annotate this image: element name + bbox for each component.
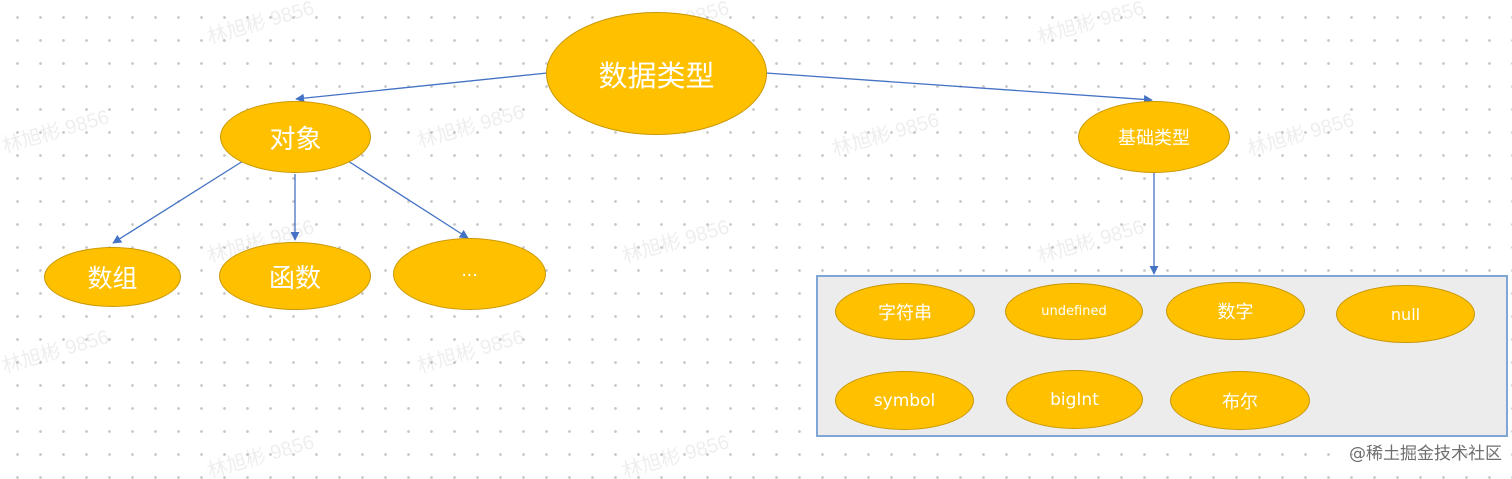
edge-object-to-array	[112, 160, 244, 244]
edge-root-to-basic	[765, 72, 1153, 104]
watermark: 林旭彬 9856	[0, 326, 112, 378]
source-credit: @稀土掘金技术社区	[1349, 444, 1502, 464]
watermark: 林旭彬 9856	[1034, 0, 1147, 49]
watermark: 林旭彬 9856	[204, 0, 317, 49]
more-node: ...	[393, 238, 546, 310]
type-node-undefined: undefined	[1005, 283, 1143, 340]
watermark: 林旭彬 9856	[1034, 216, 1147, 268]
type-node-null: null	[1336, 285, 1475, 343]
watermark: 林旭彬 9856	[0, 106, 112, 158]
watermark: 林旭彬 9856	[414, 326, 527, 378]
watermark: 林旭彬 9856	[1244, 109, 1357, 161]
array-node: 数组	[44, 247, 181, 307]
basic-types-node: 基础类型	[1078, 101, 1230, 173]
root-node-data-types: 数据类型	[546, 12, 767, 135]
watermark: 林旭彬 9856	[829, 109, 942, 161]
edge-object-to-more	[347, 160, 469, 239]
edge-root-to-object	[295, 72, 548, 103]
watermark: 林旭彬 9856	[619, 431, 732, 479]
watermark: 林旭彬 9856	[619, 216, 732, 268]
watermark: 林旭彬 9856	[414, 101, 527, 153]
type-node-number: 数字	[1166, 282, 1305, 340]
type-node-bigint: bigInt	[1006, 370, 1143, 429]
type-node-string: 字符串	[835, 283, 975, 340]
function-node: 函数	[219, 242, 371, 310]
object-node: 对象	[220, 101, 371, 173]
watermark: 林旭彬 9856	[204, 431, 317, 479]
type-node-boolean: 布尔	[1170, 371, 1310, 430]
type-node-symbol: symbol	[835, 371, 974, 430]
